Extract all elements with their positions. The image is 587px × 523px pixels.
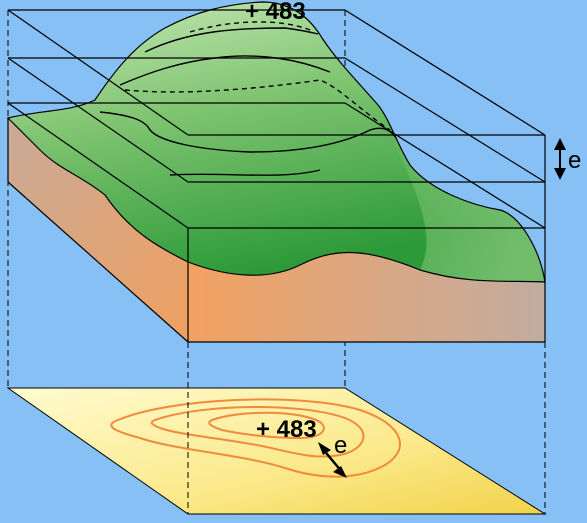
map-summit-label: + 483 [256,416,317,443]
terrain-contour-3 [99,111,397,153]
interval-label: e [568,147,581,174]
plane-top [7,9,546,136]
block-left-side [8,118,188,342]
terrain-outline [6,1,546,283]
terrain-contour-dashed-1 [189,21,311,33]
map-contour-outer [110,398,401,478]
summit-label: + 483 [245,0,306,25]
terrain-contour-4 [169,169,321,176]
map-contour-middle [150,406,365,458]
map-interval-arrow [318,442,347,478]
terrain-right-shade [378,105,545,282]
map-contours [110,398,401,478]
terrain-surface [8,2,545,282]
terrain-contour-dashed-2 [124,79,391,131]
plane-middle [7,57,546,183]
interval-arrow [554,138,566,180]
terrain-contours [99,21,397,176]
map-interval-label: e [334,432,347,459]
block-front-side [188,252,545,342]
map-contour-inner [208,411,325,440]
block-edges [7,118,546,343]
plane-bottom [7,102,546,229]
terrain-contour-top [144,27,319,53]
slicing-planes [7,9,546,343]
